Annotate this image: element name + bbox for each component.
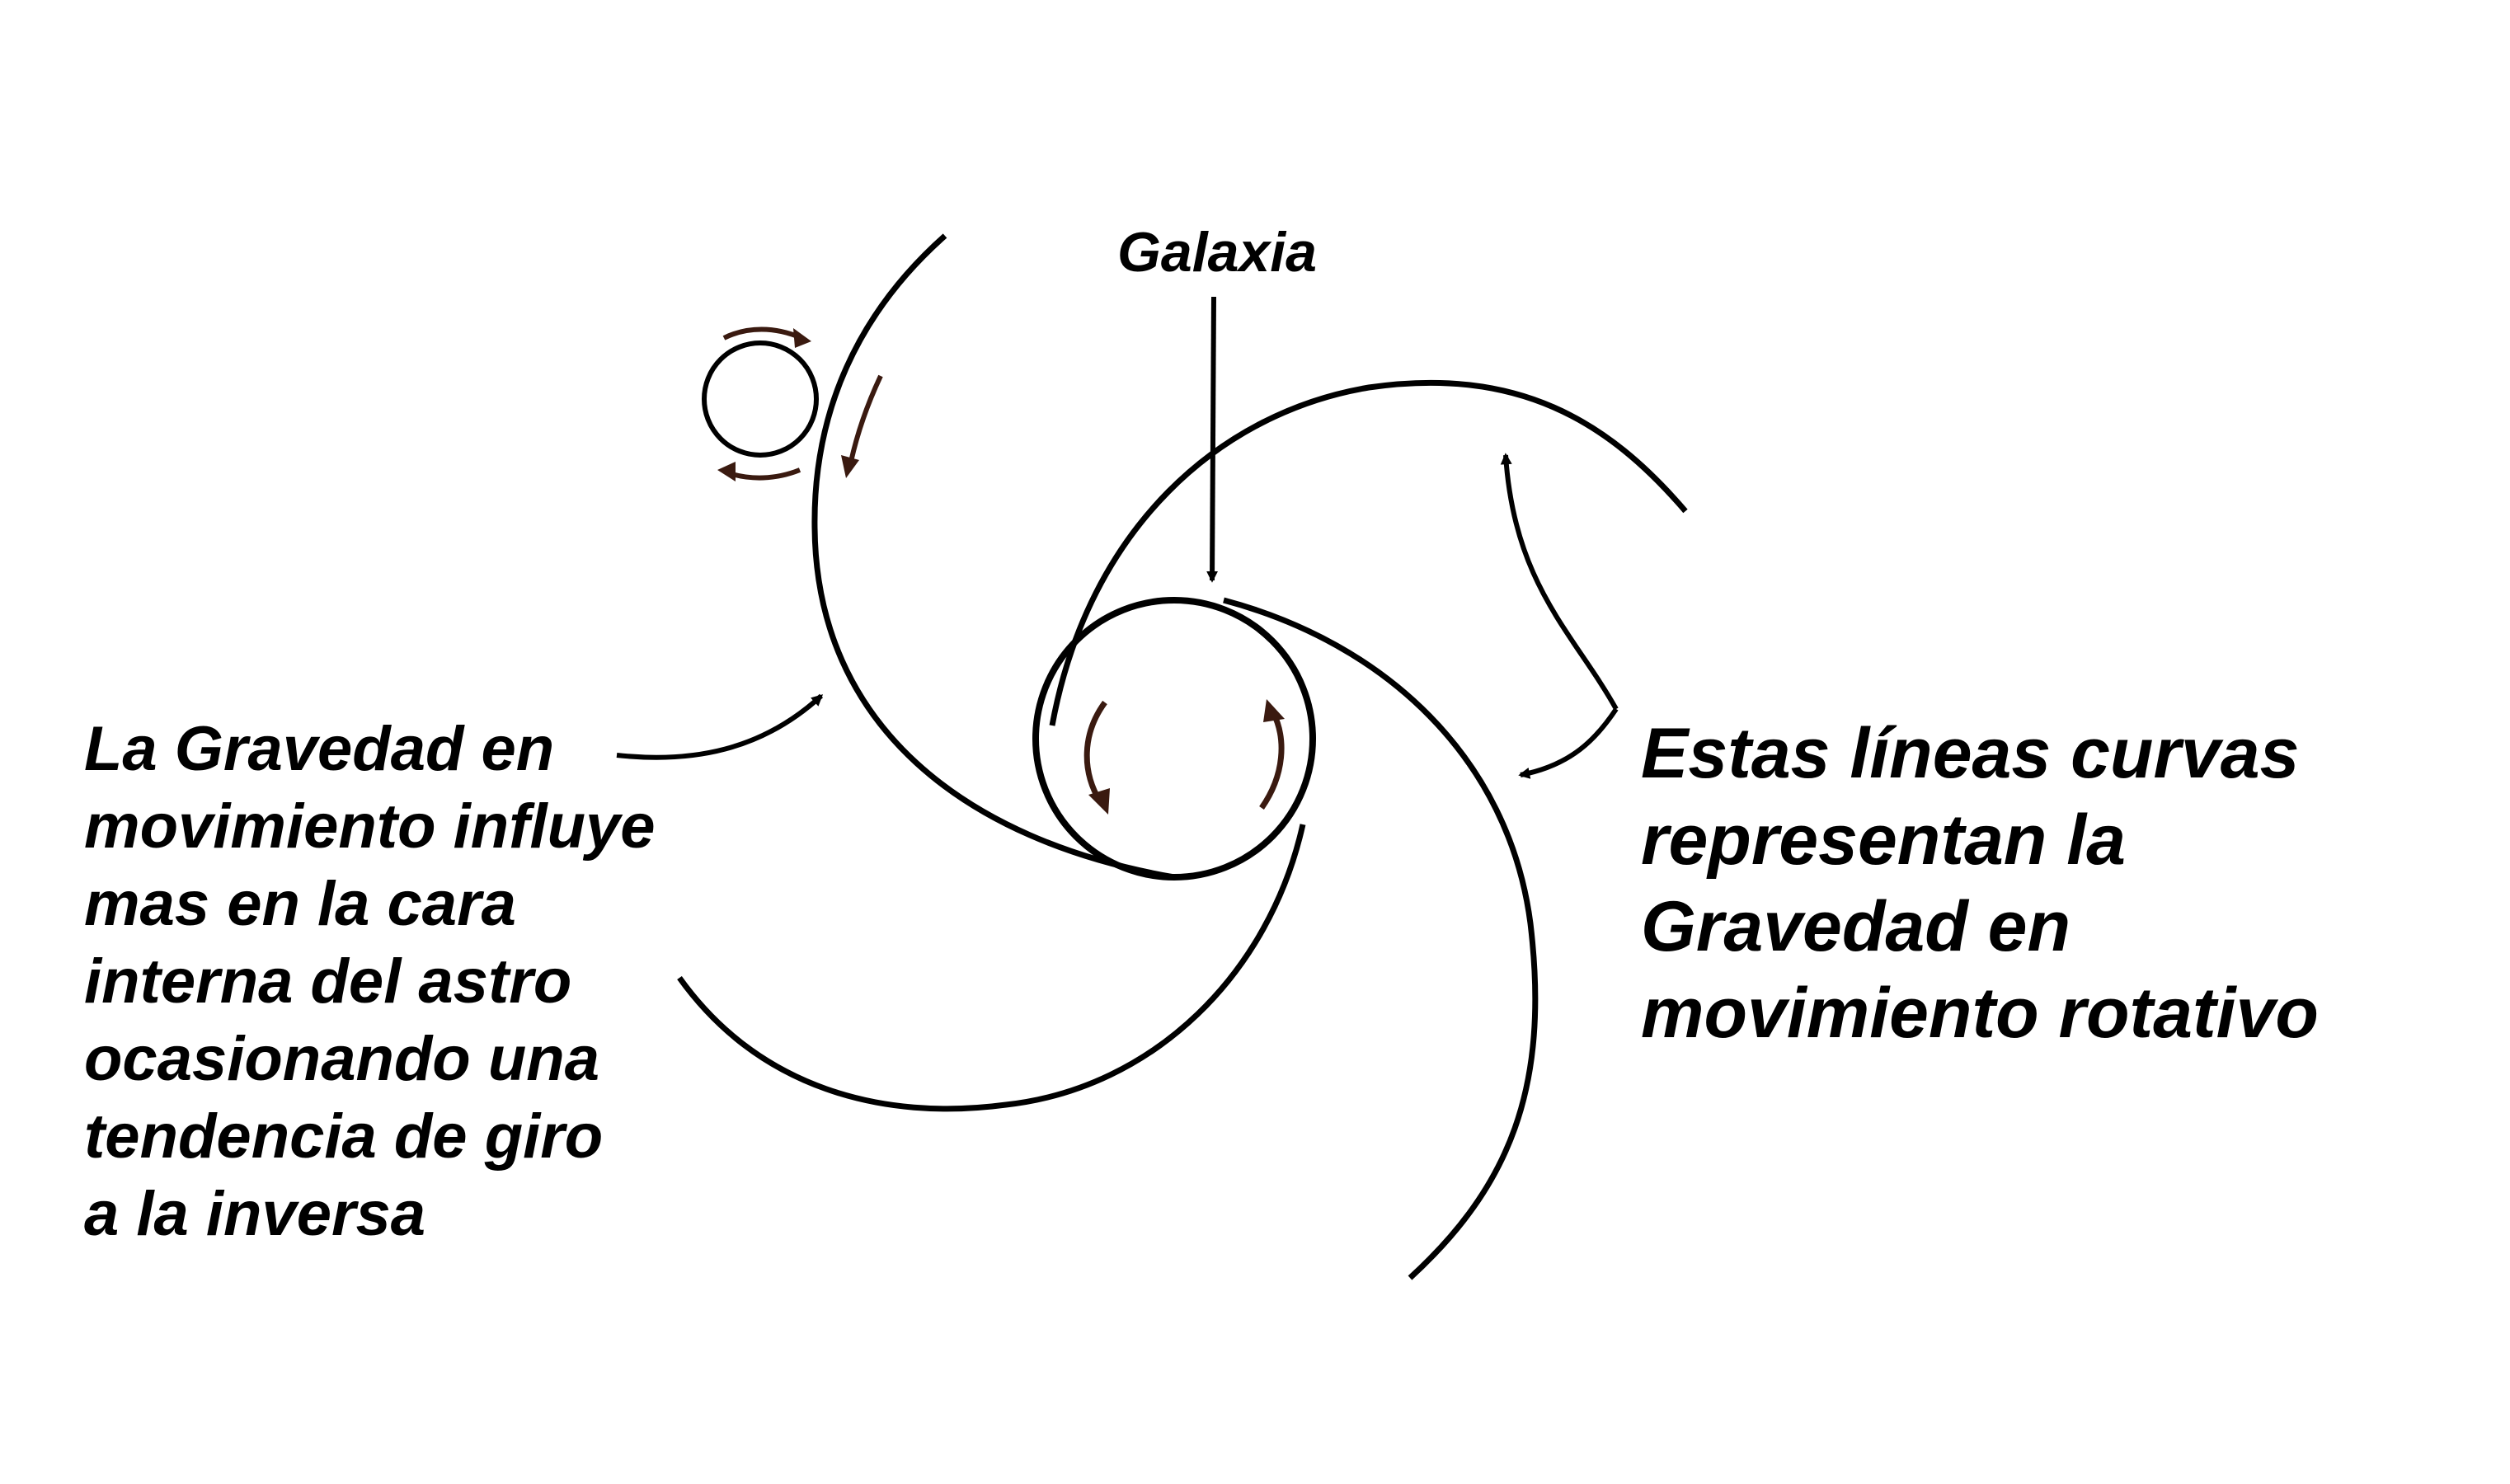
core-rotation-arrowhead-left [1088,788,1110,815]
left-text-line-2: movimiento influye [84,791,656,862]
right-text-pointer-arrow-up [1500,453,1619,711]
spiral-arm-top-left [811,233,1175,881]
right-text-line-2: representan la [1641,801,2126,880]
orbit-direction-arrow [848,374,883,463]
right-text-line-3: Gravedad en [1641,887,2071,966]
body-rotation-arrowhead-bottom [717,462,736,481]
galaxia-pointer-arrow [1206,296,1219,583]
right-text-line-4: movimiento rotativo [1641,974,2319,1053]
spiral-arm-right [1223,597,1539,1280]
orbit-direction-arrowhead [841,455,859,478]
left-text-line-7: a la inversa [84,1179,426,1249]
body-rotation-arrow-bottom [728,467,801,481]
right-explanation-text: Estas líneas curvas representan la Grave… [1641,711,2319,1057]
core-rotation-arrowhead-right [1263,699,1285,722]
left-text-line-4: interna del astro [84,946,572,1017]
left-text-pointer-arrow [616,693,824,760]
left-text-line-1: La Gravedad en [84,714,555,784]
body-rotation-arrow-top [722,326,803,340]
body-rotation-arrowhead-top [793,328,811,348]
galaxia-label: Galaxia [1117,221,1317,284]
core-rotation-arrow-left [1083,700,1107,803]
spiral-arm-top-right [1049,379,1688,726]
right-text-line-1: Estas líneas curvas [1641,714,2300,793]
core-rotation-arrow-right [1259,711,1285,810]
right-text-pointer-arrow-down [1518,707,1619,779]
left-text-line-3: mas en la cara [84,869,516,939]
left-explanation-text: La Gravedad en movimiento influye mas en… [84,711,656,1253]
left-text-line-5: ocasionando una [84,1024,599,1094]
spiral-arm-bottom-left [677,824,1306,1112]
orbiting-body-circle [702,340,819,458]
left-text-line-6: tendencia de giro [84,1101,604,1172]
